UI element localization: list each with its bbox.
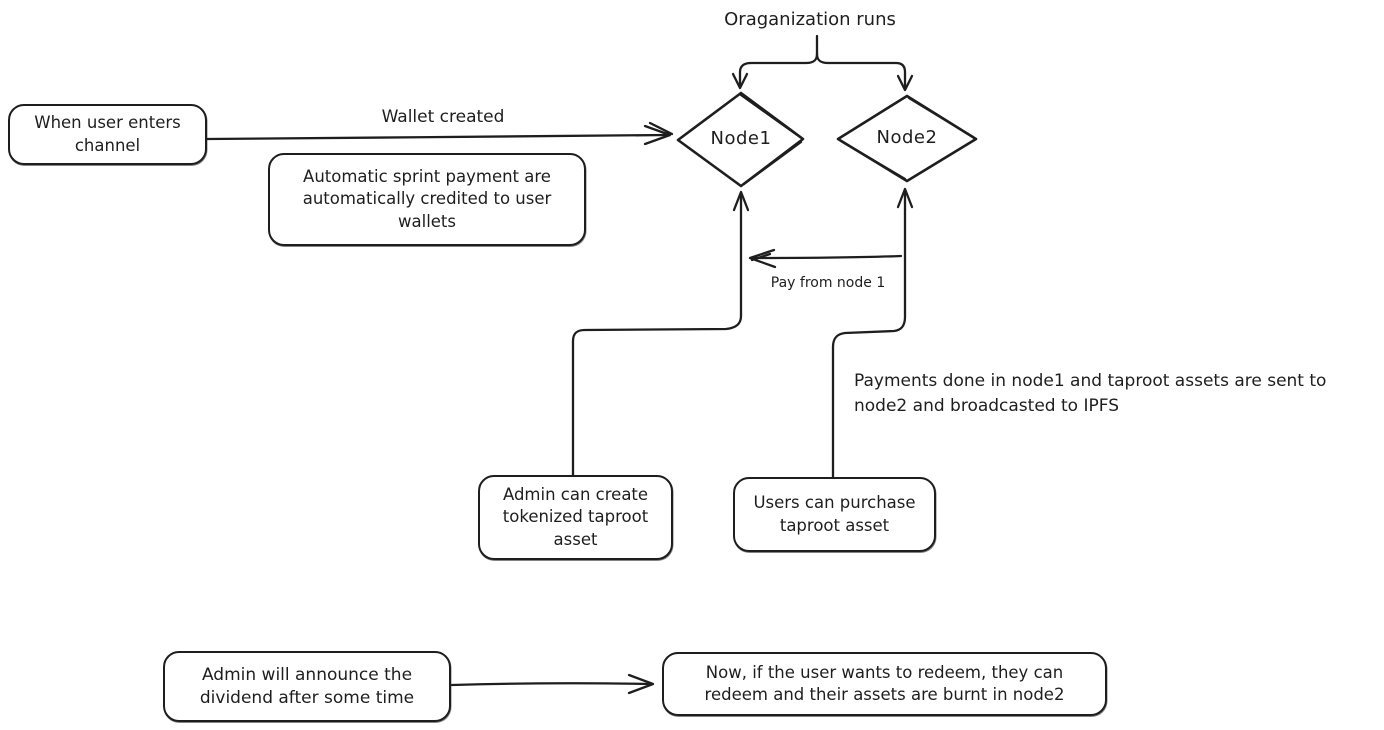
user-redeem-box: Now, if the user wants to redeem, they c… bbox=[662, 652, 1107, 716]
wallet-created-arrow bbox=[205, 133, 670, 141]
announce-to-redeem-arrow bbox=[450, 682, 653, 687]
payments-note-label: Payments done in node1 and taproot asset… bbox=[854, 371, 1327, 416]
org-fork-stem bbox=[738, 34, 819, 88]
users-purchase-arrowhead bbox=[896, 187, 914, 209]
node1-diamond-sketch bbox=[739, 93, 803, 186]
org-fork-right-arrowhead bbox=[896, 74, 914, 92]
admin-announce-box: Admin will announce the dividend after s… bbox=[163, 651, 451, 722]
pay-from-node1-arrowhead bbox=[748, 248, 777, 269]
admin-create-box: Admin can create tokenized taproot asset bbox=[478, 475, 673, 560]
announce-to-redeem-arrowhead bbox=[627, 673, 655, 695]
org-fork-right-branch bbox=[815, 52, 907, 90]
automatic-sprint-box: Automatic sprint payment are automatical… bbox=[268, 153, 586, 246]
org-fork-left-arrowhead bbox=[731, 72, 749, 90]
wallet-created-arrowhead bbox=[643, 121, 674, 146]
users-purchase-to-node2-arrow bbox=[831, 188, 907, 480]
node2-diamond-sketch bbox=[839, 96, 975, 181]
node1-label: Node1 bbox=[710, 128, 772, 149]
pay-from-node1-label: Pay from node 1 bbox=[770, 275, 886, 291]
admin-create-to-node1-arrow bbox=[571, 191, 743, 478]
organization-runs-label: Oraganization runs bbox=[724, 9, 896, 30]
wallet-created-label: Wallet created bbox=[381, 107, 505, 127]
when-user-enters-box: When user enters channel bbox=[8, 104, 207, 165]
node2-label: Node2 bbox=[876, 127, 938, 148]
users-purchase-box: Users can purchase taproot asset bbox=[733, 477, 936, 552]
pay-from-node1-arrow bbox=[749, 254, 903, 260]
admin-create-arrowhead bbox=[732, 190, 750, 212]
